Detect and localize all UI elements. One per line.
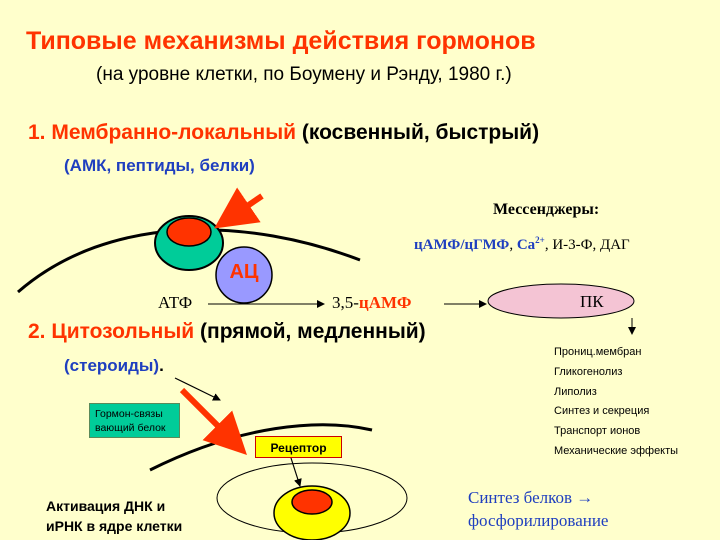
section2-examples-text: (стероиды): [64, 356, 160, 375]
activation-line2: иРНК в ядре клетки: [46, 518, 183, 534]
messengers-comma: ,: [509, 237, 517, 253]
synthesis-line2: фосфорилирование: [468, 511, 609, 530]
section2-examples-dot: .: [159, 356, 164, 375]
effect-item: Механические эффекты: [554, 444, 679, 457]
section1-note: (косвенный, быстрый): [301, 121, 540, 144]
synthesis-text: Синтез белков → фосфорилирование: [468, 486, 608, 532]
pk-ellipse: [487, 283, 635, 319]
effect-item: Транспорт ионов: [554, 425, 641, 438]
messengers-list: цАМФ/цГМФ, Ca2+, И-3-Ф, ДАГ: [414, 235, 630, 254]
binding-protein-box: Гормон-связы вающий белок: [89, 403, 180, 438]
camp-prefix: 3,5-: [332, 293, 359, 312]
section1-examples: (АМК, пептиды, белки): [64, 156, 255, 175]
hormone-arrow-lower: [179, 387, 247, 455]
section2-heading: 2. Цитозольный (прямой, медленный): [28, 320, 426, 344]
activation-line1: Активация ДНК и: [46, 498, 166, 514]
ac-label: АЦ: [229, 261, 259, 283]
effect-item: Липолиз: [554, 385, 597, 398]
section1-heading: 1. Мембранно-локальный (косвенный, быстр…: [28, 121, 539, 145]
effects-list: Прониц.мембран Гликогенолиз Липолиз Синт…: [554, 343, 678, 462]
effect-item: Прониц.мембран: [554, 346, 642, 358]
binding-arrow: [174, 377, 221, 401]
receptor-to-nucleus-arrow: [290, 457, 302, 487]
hormone-arrow-upper: [214, 187, 264, 229]
cell-membrane-lower: [149, 423, 373, 472]
effect-item: Гликогенолиз: [554, 365, 623, 378]
camp-name: цАМФ: [358, 293, 412, 312]
messengers-highlight: цАМФ/цГМФ: [414, 237, 510, 253]
receptor-box: Рецептор: [255, 436, 342, 458]
messengers-title: Мессенджеры:: [493, 201, 600, 218]
pk-label: ПК: [580, 292, 604, 311]
section2-note: (прямой, медленный): [200, 320, 426, 343]
hormone-ellipse-lower: [291, 489, 333, 515]
messengers-rest: , И-3-Ф, ДАГ: [544, 237, 630, 253]
section2-number: 2.: [28, 320, 46, 343]
ca-superscript: 2+: [535, 235, 545, 245]
atf-label: АТФ: [158, 293, 193, 312]
camp-label: 3,5-цАМФ: [332, 293, 411, 313]
messengers-ca: Ca2+: [516, 235, 545, 253]
page-title: Типовые механизмы действия гормонов: [26, 27, 536, 55]
activation-text: Активация ДНК и иРНК в ядре клетки: [46, 496, 182, 536]
hormone-ellipse-upper: [166, 217, 212, 247]
section2-name: Цитозольный: [51, 320, 195, 343]
ca-symbol: Ca: [516, 237, 536, 253]
synthesis-line1: Синтез белков →: [468, 488, 594, 507]
section2-examples: (стероиды).: [64, 356, 164, 376]
ac-circle: [215, 246, 273, 304]
effect-item: Синтез и секреция: [554, 405, 650, 418]
page-subtitle: (на уровне клетки, по Боумену и Рэнду, 1…: [96, 64, 512, 85]
section1-name: Мембранно-локальный: [51, 121, 297, 144]
section1-number: 1.: [28, 121, 46, 144]
